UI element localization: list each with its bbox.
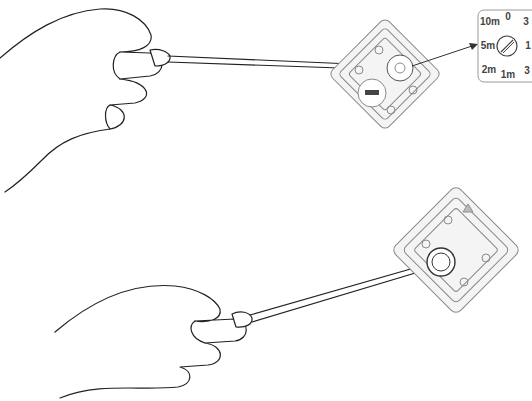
dial-slot <box>501 40 513 52</box>
dial-label: 3 <box>523 17 529 27</box>
device-inner-frame <box>402 196 509 303</box>
lower-device <box>391 185 521 315</box>
lower-hand-group <box>55 260 442 398</box>
dial-label: 5m <box>481 41 495 51</box>
screw-hole <box>482 254 490 262</box>
dial-label: 3 <box>524 66 530 76</box>
dial-highlight <box>427 248 455 276</box>
dial-label: 0 <box>505 12 511 22</box>
device-core <box>348 37 422 111</box>
dial-label: 10m <box>480 17 500 27</box>
upper-finger-line <box>106 105 111 129</box>
dial-label: 2m <box>482 65 496 75</box>
upper-finger-line <box>113 52 120 79</box>
device-inner-frame <box>338 27 431 120</box>
device-frame <box>391 185 521 315</box>
upper-hand <box>0 9 162 192</box>
screwdriver-handle <box>150 49 170 66</box>
trimmer-dial <box>395 63 405 73</box>
screw-hole <box>409 86 417 94</box>
button-bar <box>365 90 379 95</box>
dial-label: 1 <box>525 41 531 51</box>
dial-label: 1m <box>501 70 515 80</box>
screwdriver-shaft <box>252 265 442 322</box>
device-core <box>414 208 499 293</box>
trimmer-dial <box>432 253 450 271</box>
screwdriver-handle <box>232 312 252 327</box>
upper-device <box>328 17 441 130</box>
callout-leader <box>412 46 472 66</box>
screw-hole <box>375 46 383 54</box>
screw-hole <box>422 240 430 248</box>
screw-hole <box>460 278 468 286</box>
callout-group <box>412 10 532 82</box>
dial-slot <box>503 42 514 53</box>
button-circle <box>358 79 386 107</box>
lower-finger-line <box>191 321 205 343</box>
dial-ring <box>497 36 517 56</box>
callout-box <box>478 10 532 82</box>
indicator-triangle <box>463 204 473 212</box>
dial-highlight <box>387 55 413 81</box>
device-frame <box>328 17 441 130</box>
screw-hole <box>444 216 452 224</box>
lower-hand <box>55 285 246 398</box>
screw-hole <box>355 66 363 74</box>
callout-arrowhead <box>469 43 478 50</box>
upper-hand-group <box>0 9 398 192</box>
screw-hole <box>387 106 395 114</box>
